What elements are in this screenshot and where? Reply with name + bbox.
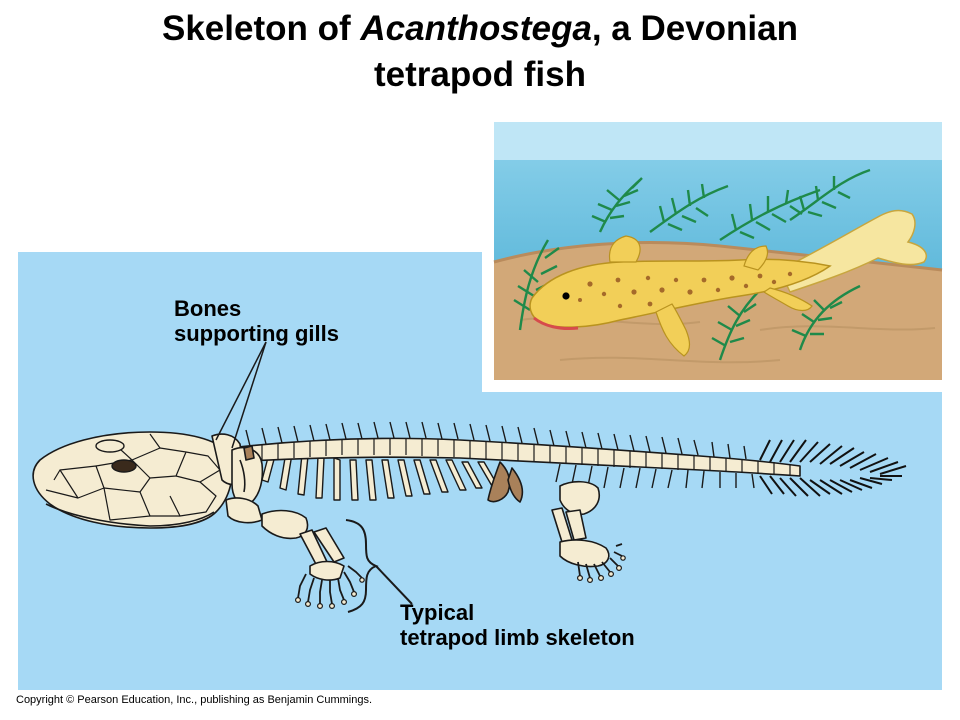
water-plants (513, 168, 871, 361)
page-title: Skeleton of Acanthostega, a Devonian tet… (0, 6, 960, 98)
gill-label-line2: supporting gills (174, 321, 339, 346)
copyright-notice: Copyright © Pearson Education, Inc., pub… (16, 694, 373, 706)
gill-label-line1: Bones (174, 296, 242, 321)
tail-fin-rays (759, 439, 907, 497)
acanthostega-illustration (529, 209, 928, 357)
title-line2: tetrapod fish (374, 55, 586, 94)
limb-callout-bracket (345, 519, 413, 613)
skeleton (32, 421, 907, 609)
hind-limb (487, 461, 626, 583)
limb-skeleton-label: Typical tetrapod limb skeleton (400, 600, 635, 650)
skull (32, 431, 233, 529)
vertebral-column (229, 421, 801, 489)
fore-limb (261, 509, 365, 609)
gill-callout-lines (215, 341, 267, 449)
limb-label-line1: Typical (400, 600, 475, 625)
title-prefix: Skeleton of (162, 9, 361, 48)
title-genus: Acanthostega (360, 9, 592, 48)
habitat-inset (482, 114, 948, 392)
gill-bones-label: Bones supporting gills (174, 296, 339, 346)
limb-label-line2: tetrapod limb skeleton (400, 625, 635, 650)
gill-bones-and-shoulder (211, 433, 264, 524)
title-suffix: , a Devonian (591, 9, 798, 48)
ribs (261, 449, 499, 501)
